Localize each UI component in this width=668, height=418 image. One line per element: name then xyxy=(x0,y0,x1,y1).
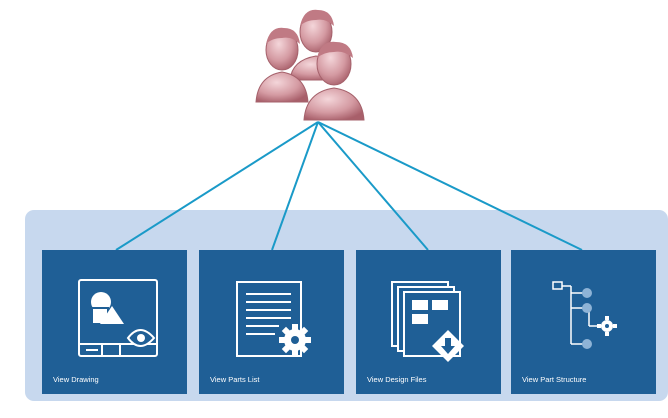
drawing-view-icon xyxy=(78,279,158,357)
view-design-files-tile[interactable]: View Design Files xyxy=(356,250,501,394)
parts-list-settings-icon xyxy=(236,281,311,357)
view-design-files-label: View Design Files xyxy=(367,375,427,384)
eye-icon xyxy=(126,329,156,347)
gear-icon xyxy=(279,324,311,356)
user-figure-front xyxy=(303,41,365,121)
download-icon xyxy=(432,330,464,362)
view-parts-list-tile[interactable]: View Parts List xyxy=(199,250,344,394)
users-group-icon xyxy=(255,9,365,121)
connector-line-part-structure xyxy=(317,121,583,251)
user-figure-left xyxy=(255,27,309,103)
part-structure-tree-icon xyxy=(552,281,617,349)
design-files-download-icon xyxy=(391,281,464,362)
view-drawing-label: View Drawing xyxy=(53,375,99,384)
view-part-structure-tile[interactable]: View Part Structure xyxy=(511,250,656,394)
active-gear-icon xyxy=(597,316,617,336)
tree-node-gear-icon xyxy=(582,288,592,349)
view-parts-list-label: View Parts List xyxy=(210,375,260,384)
view-drawing-tile[interactable]: View Drawing xyxy=(42,250,187,394)
connector-line-parts-list xyxy=(271,121,319,251)
connector-line-drawing xyxy=(115,121,319,251)
view-part-structure-label: View Part Structure xyxy=(522,375,587,384)
connector-line-design-files xyxy=(317,121,429,251)
